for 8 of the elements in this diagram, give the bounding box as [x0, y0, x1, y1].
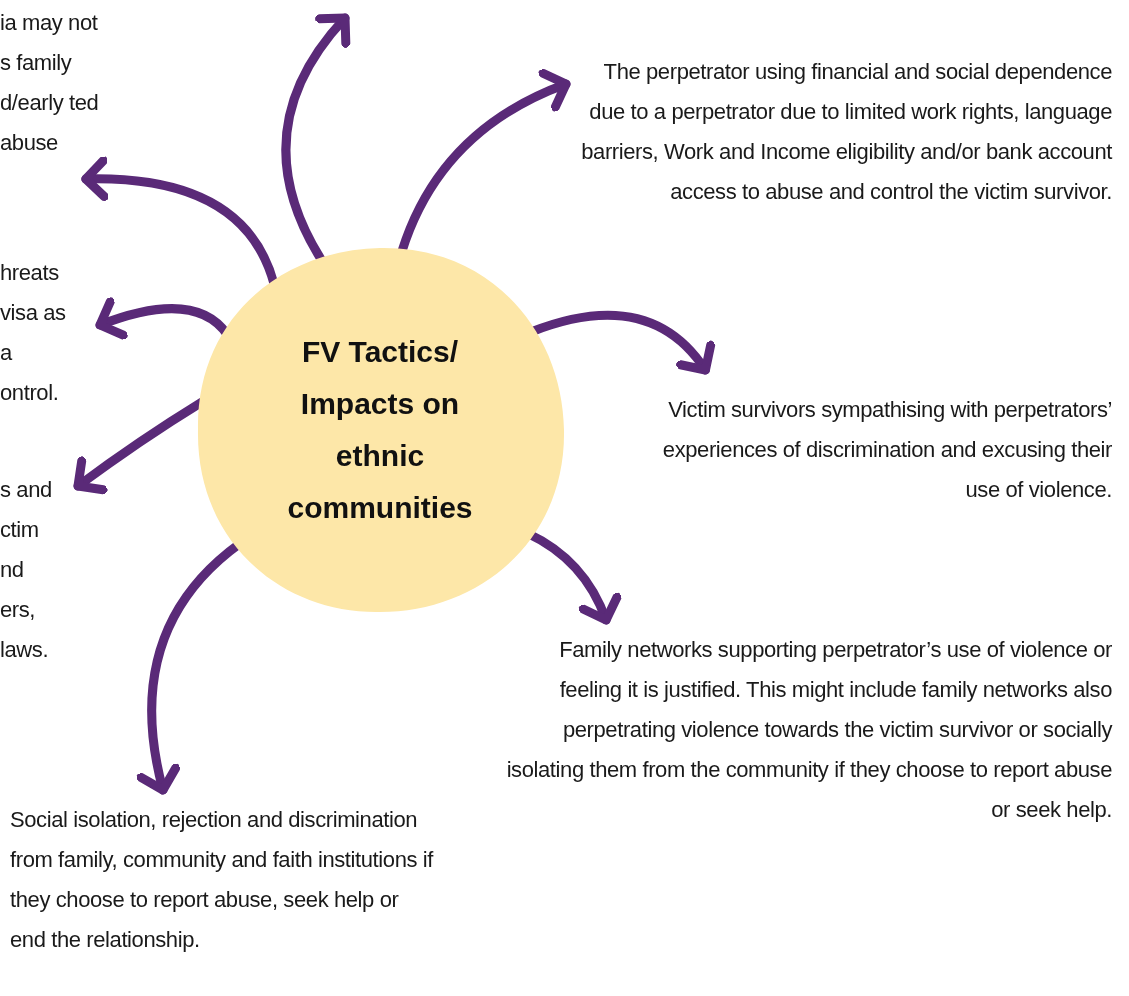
impact-text: Social isolation, rejection and discrimination from family, community and faith institutions if they choose to report abuse, seek help or end the relationship.: [10, 800, 435, 960]
impact-text: Family networks supporting perpetrator’s use of violence or feeling it is justified. This might include family networks also perpetrating violence towards the victim survivor or socially isolating them from the community if they choose to report abuse or seek help.: [495, 630, 1112, 830]
impact-text: hreats visa as a ontrol.: [0, 253, 72, 413]
impact-text: Victim survivors sympathising with perpetrators’ experiences of discrimination and excusing their use of violence.: [650, 390, 1112, 510]
impact-text: The perpetrator using financial and social dependence due to a perpetrator due to limited work rights, language barriers, Work and Income eligibility and/or bank account access to abuse and control the victim survivor.: [570, 52, 1112, 212]
impact-text: ia may not s family d/early ted abuse: [0, 3, 110, 163]
impact-text: s and ctim nd ers, laws.: [0, 470, 62, 670]
hub-title: FV Tactics/ Impacts on ethnic communities: [286, 334, 474, 526]
